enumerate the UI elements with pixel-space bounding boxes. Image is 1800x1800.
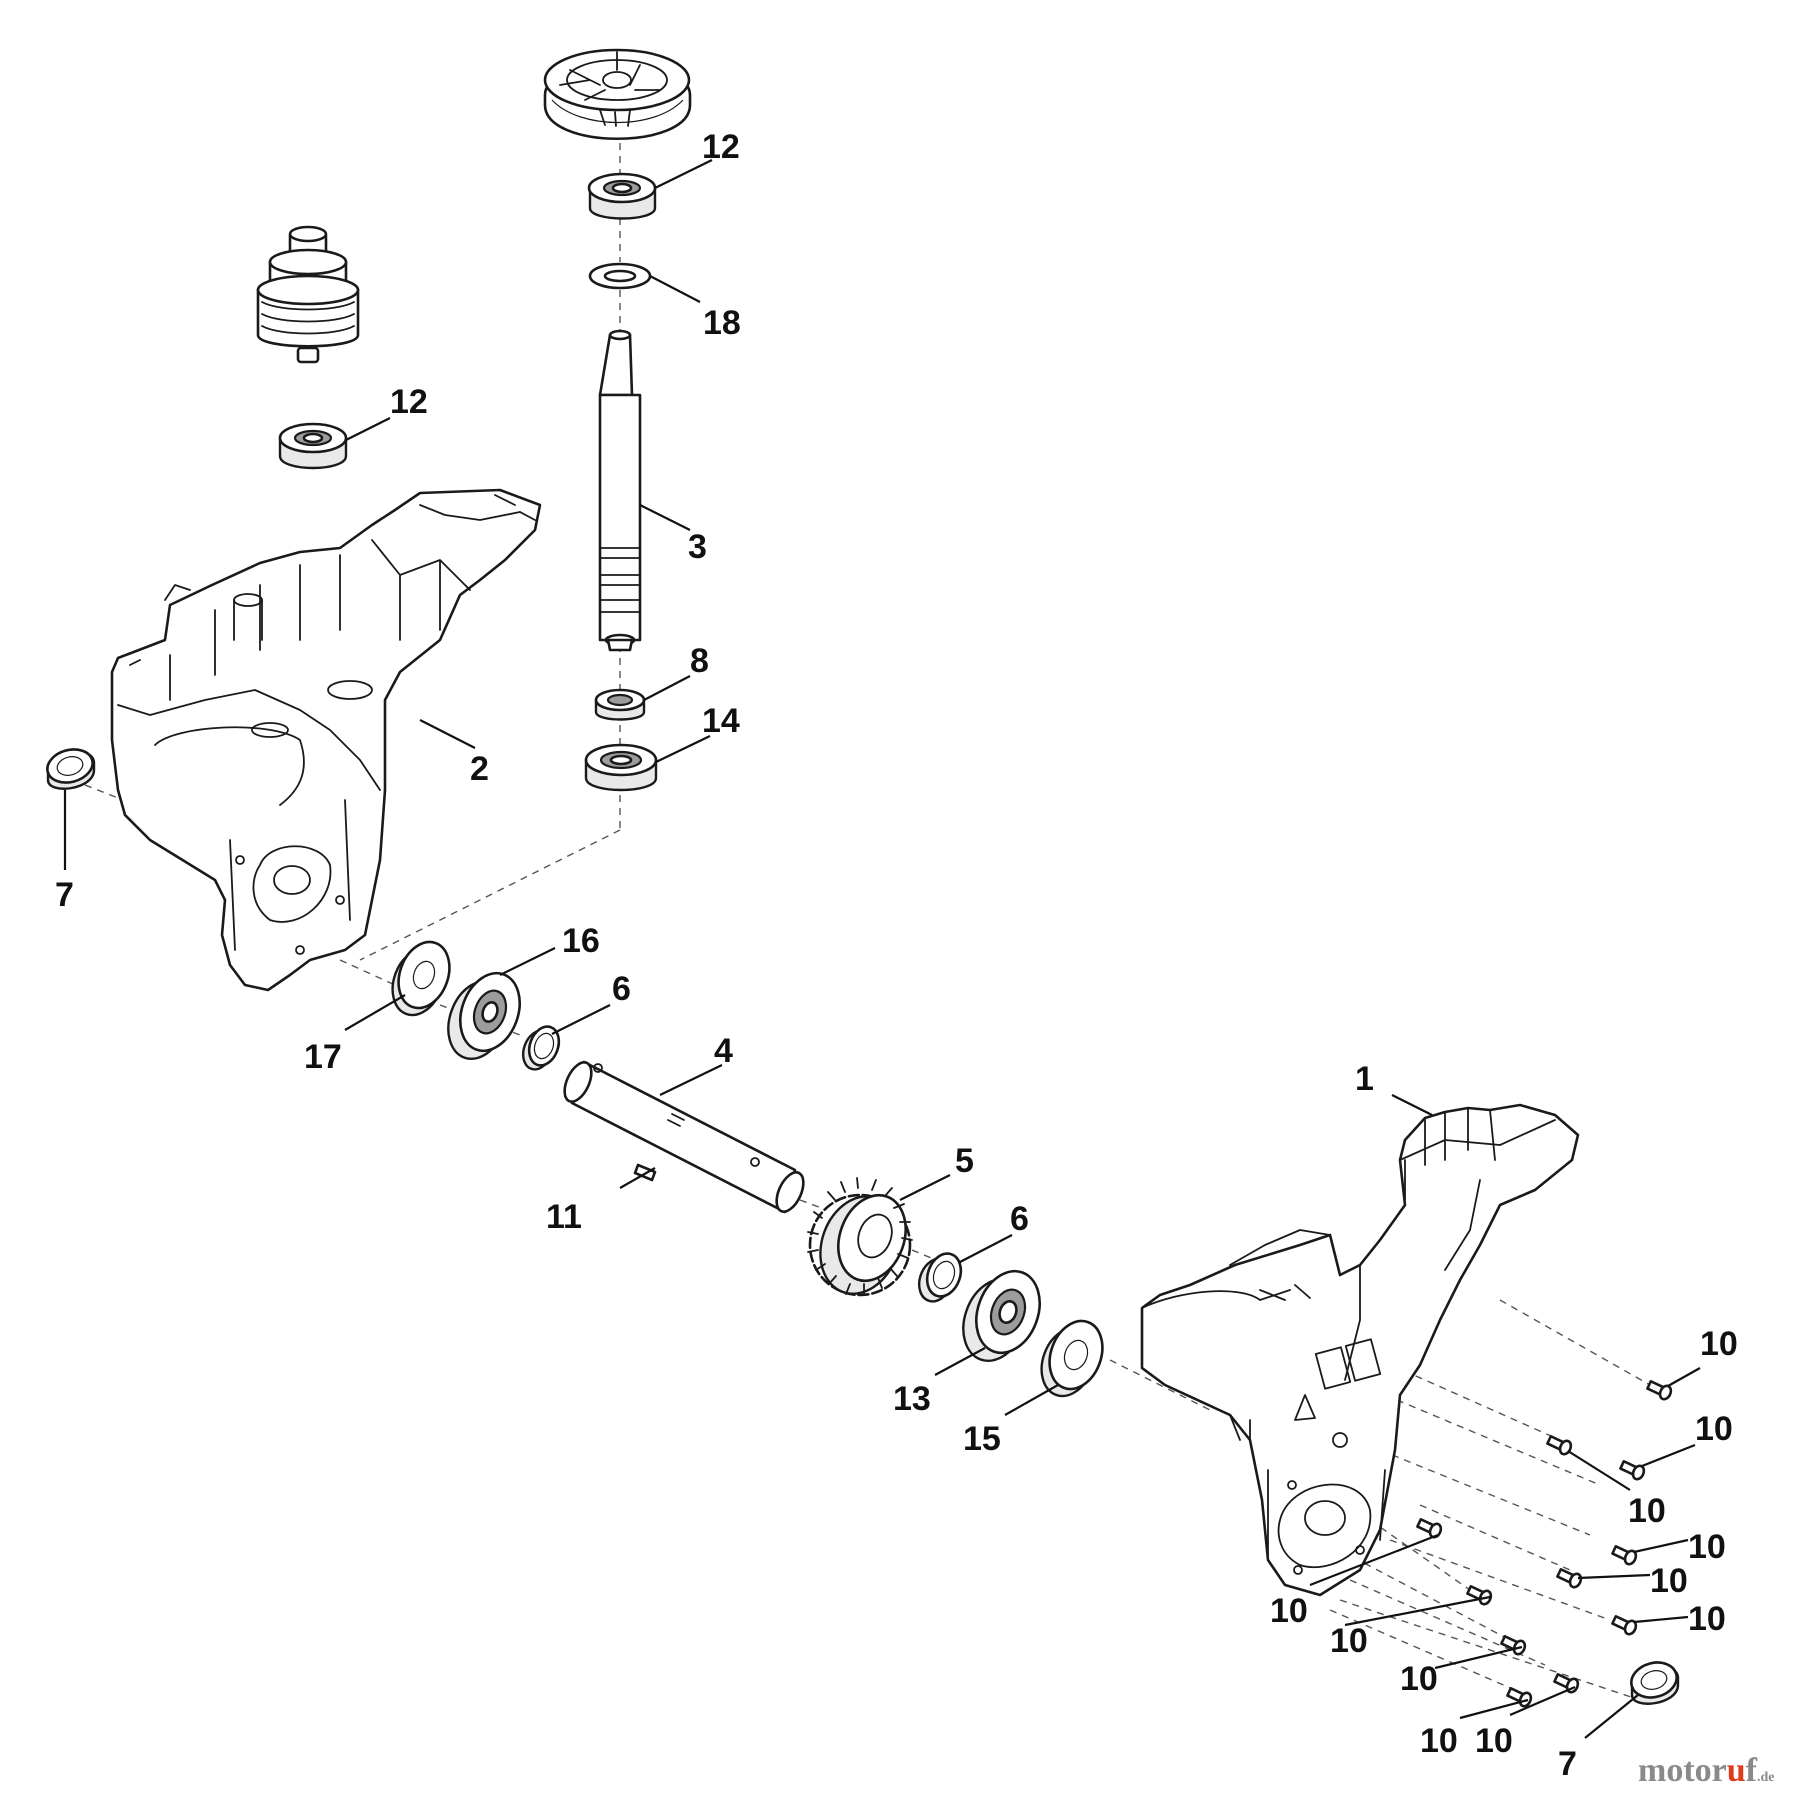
label-part-10: 10 xyxy=(1650,1562,1688,1600)
gearbox-housing-left-2 xyxy=(110,488,542,992)
seal-7-right xyxy=(1630,1661,1680,1705)
gear-5 xyxy=(807,1177,913,1297)
label-part-12-top: 12 xyxy=(702,128,740,166)
label-part-1: 1 xyxy=(1355,1060,1374,1098)
label-part-7-left: 7 xyxy=(55,876,74,914)
bearing-13 xyxy=(962,1269,1041,1362)
label-part-8: 8 xyxy=(690,642,709,680)
bearing-16 xyxy=(447,971,521,1060)
watermark-suffix: f xyxy=(1745,1752,1757,1789)
watermark-prefix: motor xyxy=(1638,1752,1727,1789)
label-part-14: 14 xyxy=(702,702,740,740)
gearbox-housing-right-1 xyxy=(1140,1103,1580,1597)
label-part-10: 10 xyxy=(1688,1528,1726,1566)
top-pulley xyxy=(543,48,692,141)
label-part-13: 13 xyxy=(893,1380,931,1418)
label-part-11: 11 xyxy=(546,1198,582,1236)
label-part-5: 5 xyxy=(955,1142,974,1180)
vertical-shaft-3 xyxy=(598,329,642,652)
screws-10 xyxy=(1416,1380,1673,1708)
watermark-tld: .de xyxy=(1757,1770,1775,1785)
label-part-17: 17 xyxy=(304,1038,342,1076)
bearing-8 xyxy=(594,688,646,721)
bearing-12-top xyxy=(587,172,657,220)
bearing-12-left xyxy=(278,422,348,470)
label-part-16: 16 xyxy=(562,922,600,960)
label-part-10: 10 xyxy=(1700,1325,1738,1363)
watermark-logo: motoruf.de xyxy=(1638,1752,1775,1790)
label-part-10: 10 xyxy=(1270,1592,1308,1630)
ring-6-left xyxy=(521,1025,561,1071)
label-part-15: 15 xyxy=(963,1420,1001,1458)
part-number-labels: 12 18 12 3 8 14 2 7 16 6 17 4 11 5 6 13 … xyxy=(55,128,1738,1783)
label-part-10: 10 xyxy=(1420,1722,1458,1760)
label-part-7-right: 7 xyxy=(1558,1745,1577,1783)
axle-4 xyxy=(563,1060,805,1214)
ring-6-right xyxy=(917,1252,963,1303)
washer-18 xyxy=(588,262,652,290)
label-part-10: 10 xyxy=(1330,1622,1368,1660)
seal-7-left xyxy=(46,748,96,790)
label-part-10: 10 xyxy=(1695,1410,1733,1448)
washer-17 xyxy=(391,940,451,1017)
watermark-accent: u xyxy=(1726,1752,1746,1789)
label-part-10: 10 xyxy=(1400,1660,1438,1698)
bearing-14 xyxy=(584,743,658,792)
label-part-6-right: 6 xyxy=(1010,1200,1029,1238)
label-part-6-left: 6 xyxy=(612,970,631,1008)
washer-15 xyxy=(1040,1319,1104,1398)
label-part-3: 3 xyxy=(688,528,707,566)
label-part-10: 10 xyxy=(1475,1722,1513,1760)
label-part-10: 10 xyxy=(1628,1492,1666,1530)
worm-gear xyxy=(256,225,360,364)
leader-lines xyxy=(63,159,1701,1739)
label-part-12-left: 12 xyxy=(390,383,428,421)
label-part-10: 10 xyxy=(1688,1600,1726,1638)
label-part-4: 4 xyxy=(714,1032,733,1070)
label-part-2: 2 xyxy=(470,750,489,788)
label-part-18: 18 xyxy=(703,304,741,342)
